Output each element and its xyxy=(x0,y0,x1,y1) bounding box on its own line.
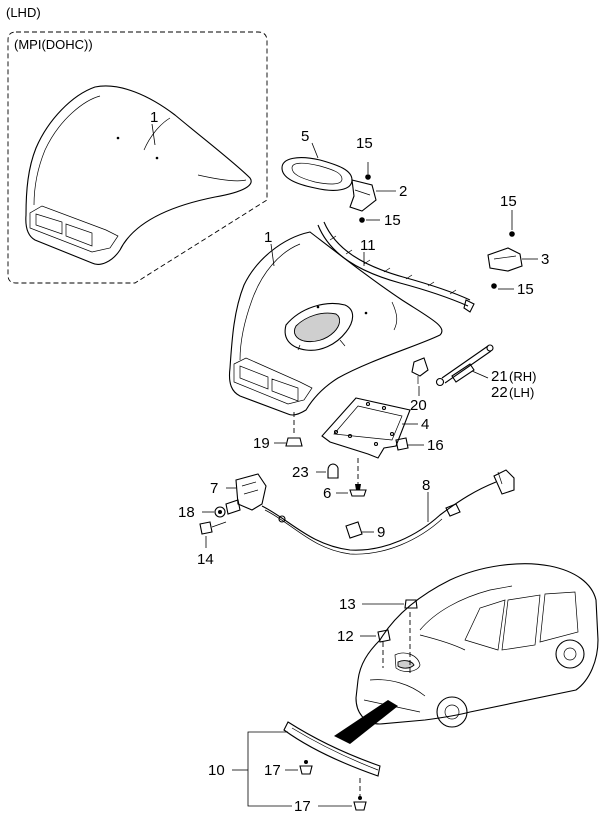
callout-6: 6 xyxy=(323,485,331,502)
callout-13: 13 xyxy=(339,596,356,613)
hood-hinge-3 xyxy=(487,231,523,289)
mpi-dohc-box xyxy=(7,31,268,284)
callout-21: 21 xyxy=(491,368,508,385)
hood-scoop-garnish-5 xyxy=(281,157,353,191)
hood-lift-support-21-22 xyxy=(435,344,494,387)
callout-23: 23 xyxy=(292,464,309,481)
callout-15-hinge3-bottom: 15 xyxy=(517,281,534,298)
clip-17-lower xyxy=(353,796,367,811)
callout-22-lh: (LH) xyxy=(509,385,534,400)
callout-12: 12 xyxy=(337,628,354,645)
stopper-6 xyxy=(349,484,367,497)
callout-9: 9 xyxy=(377,524,385,541)
hood-latch-7 xyxy=(225,473,267,515)
callout-15-hinge2-top: 15 xyxy=(356,135,373,152)
callout-15-hinge2-bottom: 15 xyxy=(384,212,401,229)
mpi-dohc-label: (MPI(DOHC)) xyxy=(14,37,93,52)
callout-16: 16 xyxy=(427,437,444,454)
hood-weatherstrip-11 xyxy=(317,221,475,313)
callout-5: 5 xyxy=(301,128,309,145)
bushing-18 xyxy=(214,506,226,518)
hood-release-cable-8 xyxy=(261,469,515,555)
bolt-14 xyxy=(199,521,227,535)
callout-1-main: 1 xyxy=(264,229,272,246)
callout-17-lower: 17 xyxy=(294,798,311,815)
callout-10: 10 xyxy=(208,762,225,779)
callout-2: 2 xyxy=(399,183,407,200)
callout-8: 8 xyxy=(422,477,430,494)
callout-4: 4 xyxy=(421,416,429,433)
clip-20 xyxy=(411,357,429,384)
hood-insulator-4 xyxy=(321,397,411,459)
callout-17-upper: 17 xyxy=(264,762,281,779)
location-arrow xyxy=(334,700,398,744)
callout-18: 18 xyxy=(178,504,195,521)
bumper-19 xyxy=(285,437,303,447)
callout-20: 20 xyxy=(410,397,427,414)
clip-23 xyxy=(327,463,339,479)
bumper-13 xyxy=(404,599,418,609)
clip-16 xyxy=(395,437,409,451)
hood-hinge-2 xyxy=(349,174,377,223)
callout-22: 22 xyxy=(491,384,508,401)
callout-21-rh: (RH) xyxy=(509,369,536,384)
callout-11: 11 xyxy=(360,237,376,254)
hood-mpi xyxy=(25,85,252,265)
clip-17-upper xyxy=(299,760,313,775)
callout-1-mpi: 1 xyxy=(150,109,158,126)
vehicle-minivan xyxy=(355,563,599,728)
cable-clip-9 xyxy=(345,521,363,539)
clip-12 xyxy=(377,629,391,643)
callout-3: 3 xyxy=(541,251,549,268)
hood-seal-10 xyxy=(283,721,381,777)
callout-7: 7 xyxy=(210,480,218,497)
callout-19: 19 xyxy=(253,435,270,452)
hood-main xyxy=(228,231,443,416)
callout-14: 14 xyxy=(197,551,214,568)
lhd-label: (LHD) xyxy=(6,5,41,20)
callout-15-hinge3-top: 15 xyxy=(500,193,517,210)
